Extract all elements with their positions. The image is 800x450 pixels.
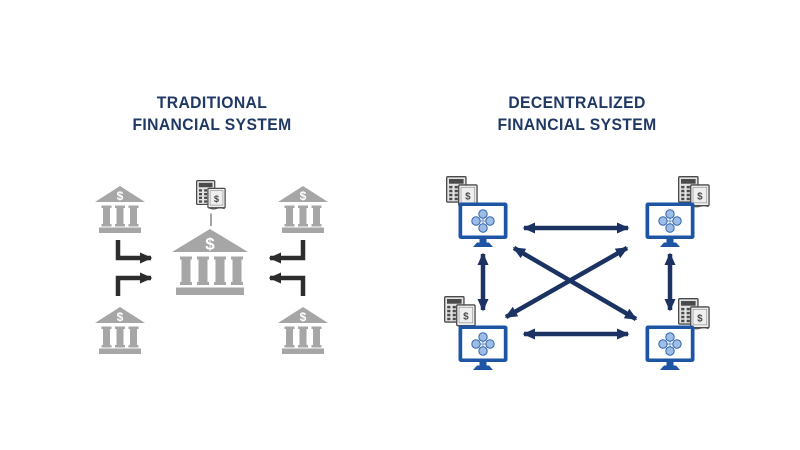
mesh-arrow-diagonal-tr-bl xyxy=(504,246,629,319)
decentralized-diagram xyxy=(444,176,710,370)
central-bank-icon xyxy=(172,229,248,295)
calculator-ledger-icon-bottom-left xyxy=(444,296,476,328)
flow-arrow-top-left-to-center xyxy=(115,240,153,264)
bank-icon-bottom-left xyxy=(95,307,145,354)
calculator-ledger-icon-central xyxy=(196,180,226,210)
computer-icon-top-left xyxy=(458,202,508,247)
decentralized-title-line1: DECENTRALIZED xyxy=(508,94,646,112)
flow-arrow-top-right-to-center xyxy=(268,240,306,264)
calculator-ledger-icon-bottom-right xyxy=(678,298,710,330)
traditional-diagram xyxy=(95,180,328,354)
decentralized-system-title: DECENTRALIZED FINANCIAL SYSTEM xyxy=(411,92,744,136)
computer-icon-top-right xyxy=(645,202,695,247)
traditional-system-title: TRADITIONAL FINANCIAL SYSTEM xyxy=(46,92,379,136)
mesh-arrow-diagonal-tl-br xyxy=(512,246,638,321)
flow-arrow-bottom-right-to-center xyxy=(268,272,306,296)
bank-icon-top-right xyxy=(278,186,328,233)
bank-icon-top-left xyxy=(95,186,145,233)
computer-icon-bottom-right xyxy=(645,325,695,370)
calculator-ledger-icon-top-left xyxy=(446,176,478,208)
calculator-ledger-icon-top-right xyxy=(678,176,710,208)
traditional-title-line2: FINANCIAL SYSTEM xyxy=(132,116,292,134)
bank-icon-bottom-right xyxy=(278,307,328,354)
flow-arrow-bottom-left-to-center xyxy=(115,272,153,296)
computer-icon-bottom-left xyxy=(458,325,508,370)
decentralized-title-line2: FINANCIAL SYSTEM xyxy=(497,116,657,134)
traditional-title-line1: TRADITIONAL xyxy=(156,94,268,112)
